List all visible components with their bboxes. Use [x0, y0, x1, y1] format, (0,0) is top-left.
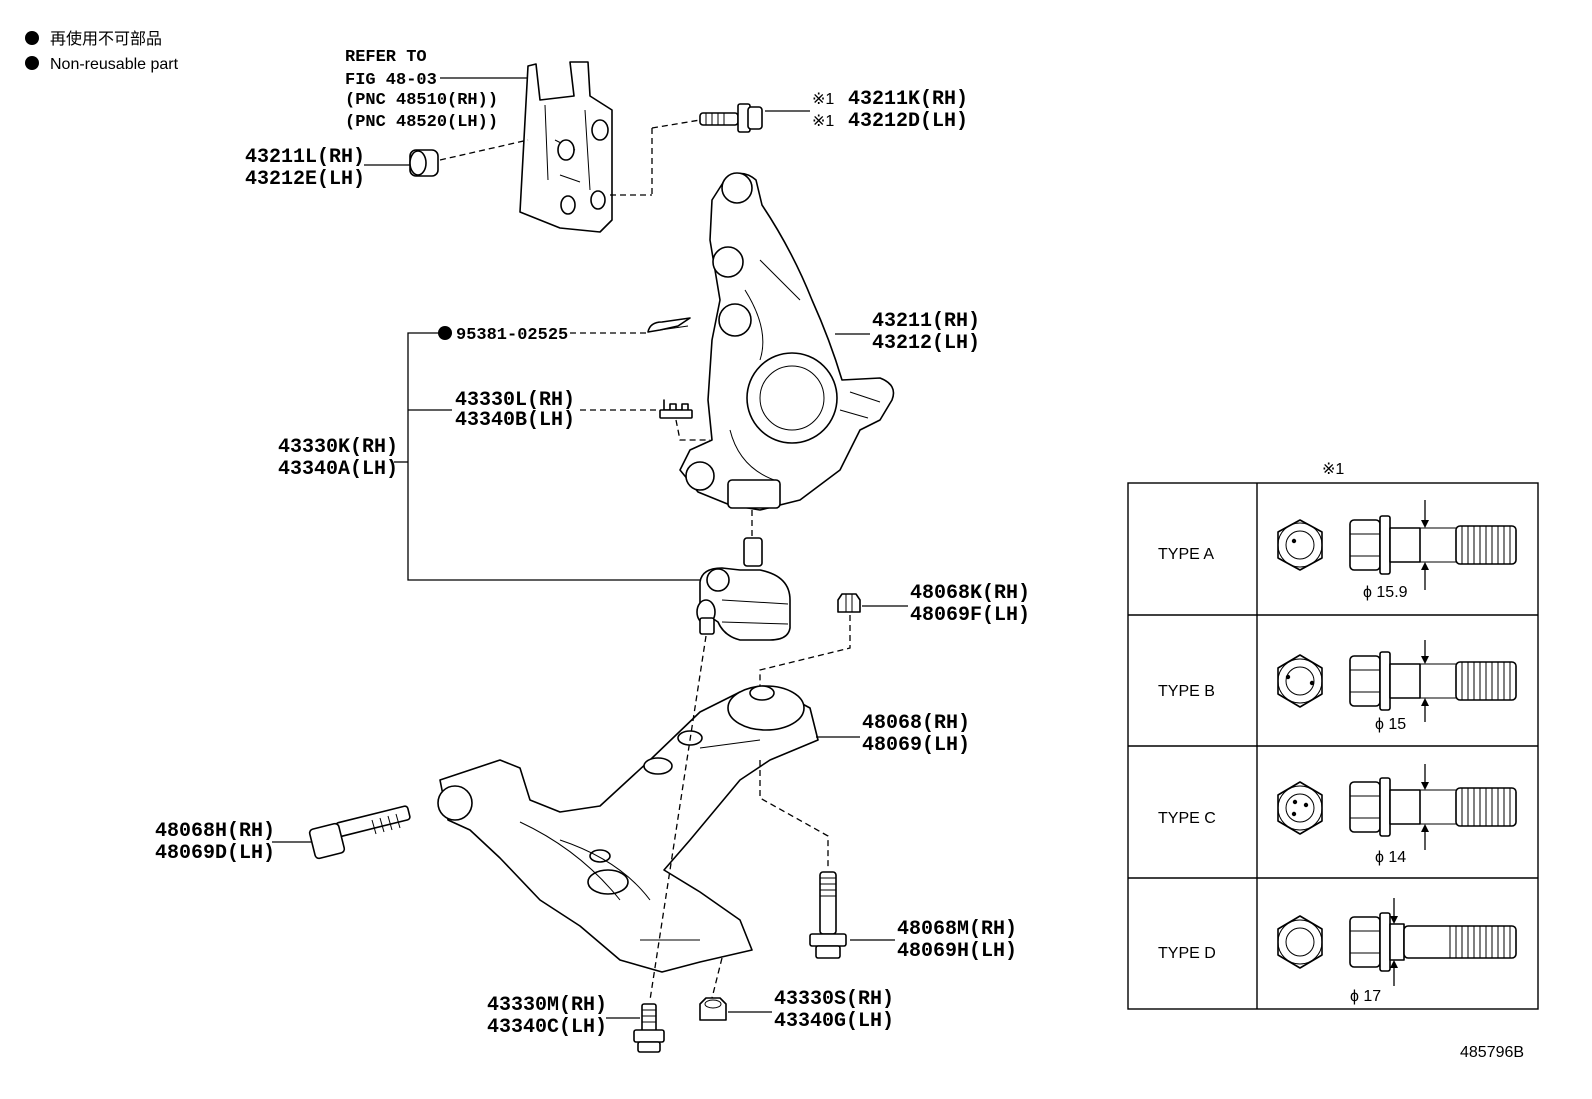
bolt-type-c-diameter: ϕ 14: [1375, 849, 1406, 866]
label-43330L[interactable]: 43330L(RH): [455, 389, 575, 412]
ball-joint-nut-icon: [699, 997, 727, 1021]
non-reusable-bullet-icon: [25, 56, 39, 70]
bolt-type-d-diameter: ϕ 17: [1350, 988, 1381, 1005]
label-48069F[interactable]: 48069F(LH): [910, 604, 1030, 627]
cotter-pin-icon: [647, 317, 691, 333]
upper-bolt-icon: [699, 103, 763, 133]
label-48068M[interactable]: 48068M(RH): [897, 918, 1017, 941]
label-48069D[interactable]: 48069D(LH): [155, 842, 275, 865]
legend-jp: 再使用不可部品: [50, 30, 162, 48]
lower-control-arm-icon: [437, 685, 819, 973]
bolt-type-c-label: TYPE C: [1158, 810, 1216, 827]
ball-joint-icon: [696, 537, 791, 641]
label-48069[interactable]: 48069(LH): [862, 734, 970, 757]
bolt-table-title: ※1: [1322, 461, 1344, 478]
label-43212D[interactable]: 43212D(LH): [848, 110, 968, 133]
rear-arm-bolt-icon: [809, 871, 847, 959]
label-43330M[interactable]: 43330M(RH): [487, 994, 607, 1017]
label-48069H[interactable]: 48069H(LH): [897, 940, 1017, 963]
label-48068H[interactable]: 48068H(RH): [155, 820, 275, 843]
bolt-type-a-diameter: ϕ 15.9: [1363, 584, 1408, 601]
note-mark-1: ※1: [812, 91, 834, 108]
label-43212[interactable]: 43212(LH): [872, 332, 980, 355]
bolt-type-b-icon: [1277, 640, 1517, 722]
legend-en: Non-reusable part: [50, 56, 179, 73]
label-43340G[interactable]: 43340G(LH): [774, 1010, 894, 1033]
label-43340C[interactable]: 43340C(LH): [487, 1016, 607, 1039]
ball-joint-bolt-icon: [633, 1003, 665, 1053]
label-48068K[interactable]: 48068K(RH): [910, 582, 1030, 605]
bolt-type-b-diameter: ϕ 15: [1375, 716, 1406, 733]
label-48068[interactable]: 48068(RH): [862, 712, 970, 735]
bolt-type-a-icon: [1277, 500, 1517, 590]
label-43340B[interactable]: 43340B(LH): [455, 409, 575, 432]
label-43330S[interactable]: 43330S(RH): [774, 988, 894, 1011]
bolt-type-b-label: TYPE B: [1158, 683, 1215, 700]
bolt-type-c-icon: [1277, 764, 1517, 850]
bolt-type-a-label: TYPE A: [1158, 546, 1214, 563]
svg-text:(PNC 48520(LH)): (PNC 48520(LH)): [345, 113, 498, 132]
lower-arm-nut-icon: [837, 593, 861, 613]
upper-nut-icon: [409, 149, 439, 177]
note-mark-2: ※1: [812, 113, 834, 130]
svg-text:(PNC 48510(RH)): (PNC 48510(RH)): [345, 91, 498, 110]
castle-nut-icon: [659, 399, 693, 419]
figure-id: 485796B: [1460, 1044, 1524, 1061]
refer-note: REFER TO FIG 48-03 (PNC 48510(RH)) (PNC …: [345, 48, 528, 132]
label-43211[interactable]: 43211(RH): [872, 310, 980, 333]
strut-bracket-icon: [519, 61, 613, 233]
non-reusable-bullet-icon: [25, 31, 39, 45]
svg-text:FIG 48-03: FIG 48-03: [345, 71, 437, 90]
steering-knuckle-icon: [679, 172, 895, 511]
label-43330K[interactable]: 43330K(RH): [278, 436, 398, 459]
bolt-type-table: [1127, 482, 1539, 1010]
bolt-type-d-icon: [1277, 898, 1517, 986]
bolt-type-d-label: TYPE D: [1158, 945, 1216, 962]
label-43211L[interactable]: 43211L(RH): [245, 146, 365, 169]
svg-text:REFER TO: REFER TO: [345, 48, 427, 67]
label-95381-02525[interactable]: 95381-02525: [456, 326, 568, 345]
label-43211K[interactable]: 43211K(RH): [848, 88, 968, 111]
label-43340A[interactable]: 43340A(LH): [278, 458, 398, 481]
label-43212E[interactable]: 43212E(LH): [245, 168, 365, 191]
front-arm-bolt-icon: [308, 805, 411, 860]
